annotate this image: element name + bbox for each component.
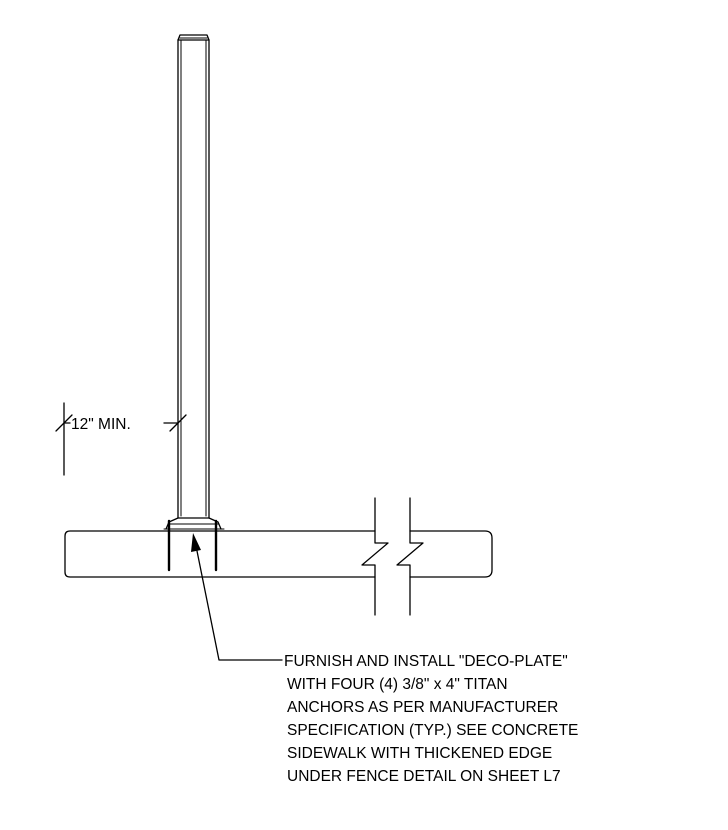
fence-post bbox=[177, 34, 210, 519]
arrowhead bbox=[191, 533, 201, 552]
deco-plate bbox=[165, 517, 222, 530]
concrete-sidewalk bbox=[64, 530, 493, 578]
callout-line-2: WITH FOUR (4) 3/8" x 4" TITAN bbox=[287, 676, 508, 693]
leader-line bbox=[195, 545, 283, 661]
callout-line-5: SIDEWALK WITH THICKENED EDGE bbox=[287, 745, 552, 762]
callout-line-6: UNDER FENCE DETAIL ON SHEET L7 bbox=[287, 768, 561, 785]
callout-note: FURNISH AND INSTALL "DECO-PLATE" WITH FO… bbox=[284, 653, 578, 785]
anchors bbox=[163, 519, 225, 572]
dimension-12-min: 12" MIN. bbox=[55, 402, 187, 476]
slab-outline-left bbox=[64, 530, 376, 578]
callout-line-3: ANCHORS AS PER MANUFACTURER bbox=[287, 699, 558, 716]
callout-line-4: SPECIFICATION (TYP.) SEE CONCRETE bbox=[287, 722, 578, 739]
break-lines bbox=[361, 497, 424, 616]
dimension-label: 12" MIN. bbox=[71, 416, 131, 433]
callout-leader bbox=[191, 533, 283, 661]
post-cap bbox=[177, 34, 210, 41]
callout-line-1: FURNISH AND INSTALL "DECO-PLATE" bbox=[284, 653, 568, 670]
slab-outline-right bbox=[409, 530, 493, 578]
